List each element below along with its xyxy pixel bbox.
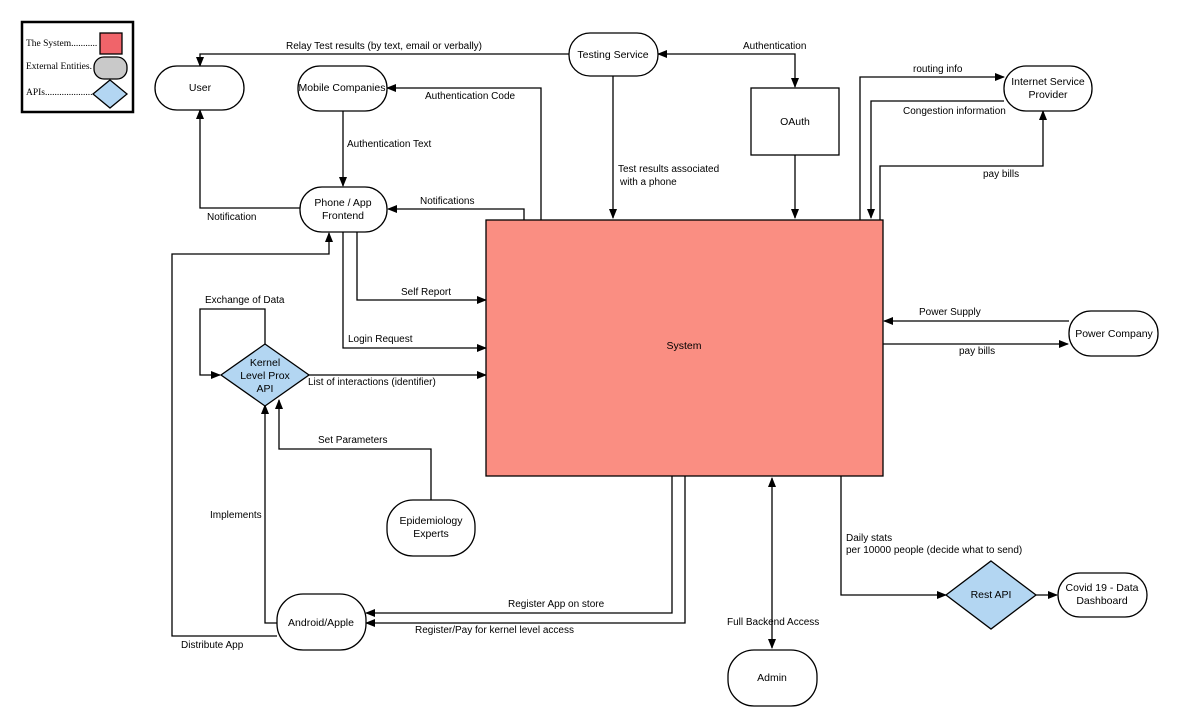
kernel-api-label-3: API <box>257 383 274 395</box>
node-isp: Internet Service Provider <box>1003 65 1093 112</box>
edge-authentication-label: Authentication <box>743 41 806 52</box>
edge-congestion-label: Congestion information <box>903 106 1006 117</box>
edge-routing-info-label: routing info <box>913 64 963 75</box>
legend-external-label: External Entities. <box>26 62 92 72</box>
legend-system-label: The System........... <box>26 39 97 49</box>
node-oauth: OAuth <box>750 87 840 156</box>
edge-register-store <box>365 476 673 617</box>
edge-auth-text-label: Authentication Text <box>347 139 432 150</box>
legend-api-swatch <box>91 79 129 109</box>
edge-notification-label: Notification <box>207 212 256 223</box>
node-phone-app: Phone / App Frontend <box>299 186 388 233</box>
edge-exchange-label: Exchange of Data <box>205 295 285 306</box>
edge-relay <box>196 53 570 67</box>
isp-label-1: Internet Service <box>1011 76 1085 88</box>
node-epidemiology: Epidemiology Experts <box>386 499 476 557</box>
mobile-companies-label: Mobile Companies <box>299 82 386 94</box>
rest-api-diamond <box>944 560 1038 630</box>
edge-daily-stats <box>840 476 947 599</box>
edge-pay-bills-power-label: pay bills <box>959 346 995 357</box>
edge-daily-stats-label-2: per 10000 people (decide what to send) <box>846 545 1022 556</box>
edge-register-pay <box>365 476 686 627</box>
edge-auth-code-label: Authentication Code <box>425 91 516 102</box>
edge-notifications <box>387 205 525 220</box>
edge-relay-label: Relay Test results (by text, email or ve… <box>286 41 482 52</box>
testing-service-box <box>568 32 659 77</box>
node-admin: Admin <box>727 649 818 707</box>
edge-exchange <box>199 308 266 379</box>
edge-register-pay-label: Register/Pay for kernel level access <box>415 625 574 636</box>
edge-implements-label: Implements <box>210 510 262 521</box>
edge-implements <box>261 404 277 624</box>
legend: The System........... External Entities.… <box>20 20 135 114</box>
dashboard-box <box>1057 572 1148 618</box>
node-rest-api: Rest API <box>944 560 1038 630</box>
edge-test-results-label-1: Test results associated <box>618 164 719 175</box>
edge-full-backend-label: Full Backend Access <box>727 617 819 628</box>
edge-test-results-label-2: with a phone <box>619 177 677 188</box>
testing-service-label: Testing Service <box>577 49 648 61</box>
node-user: User <box>154 65 245 111</box>
edge-notifications-label: Notifications <box>420 196 474 207</box>
dashboard-label-1: Covid 19 - Data <box>1066 582 1139 594</box>
edge-power-supply-label: Power Supply <box>919 307 981 318</box>
edge-self-report-label: Self Report <box>401 287 451 298</box>
node-dashboard: Covid 19 - Data Dashboard <box>1057 572 1148 618</box>
power-company-box <box>1068 310 1159 357</box>
edge-self-report <box>356 232 487 304</box>
edge-pay-bills-isp <box>879 110 1047 220</box>
isp-label-2: Provider <box>1028 89 1068 101</box>
epidemiology-label-1: Epidemiology <box>399 515 463 527</box>
node-system: System <box>485 219 884 477</box>
epidemiology-label-2: Experts <box>413 528 449 540</box>
node-mobile-companies: Mobile Companies <box>297 65 388 112</box>
edge-distribute-label: Distribute App <box>181 640 244 651</box>
phone-app-label-2: Frontend <box>322 210 364 222</box>
edge-auth-code <box>386 84 542 220</box>
rest-api-label: Rest API <box>971 589 1012 601</box>
legend-system-swatch <box>99 32 123 55</box>
edge-routing-info <box>859 73 1005 220</box>
edge-pay-bills-isp-label: pay bills <box>983 169 1019 180</box>
edge-notification <box>196 109 300 209</box>
node-power-company: Power Company <box>1068 310 1159 357</box>
edge-login-label: Login Request <box>348 334 413 345</box>
epidemiology-box <box>386 499 476 557</box>
node-testing-service: Testing Service <box>568 32 659 77</box>
edge-authentication <box>657 50 799 88</box>
legend-external-swatch <box>93 56 128 80</box>
phone-app-box <box>299 186 388 233</box>
edge-set-params-label: Set Parameters <box>318 435 387 446</box>
system-label: System <box>666 340 701 352</box>
node-kernel-api: Kernel Level Prox API <box>219 343 311 407</box>
phone-app-label-1: Phone / App <box>314 197 371 209</box>
edge-register-store-label: Register App on store <box>508 599 605 610</box>
edge-interactions-label: List of interactions (identifier) <box>308 377 436 388</box>
edge-distribute <box>171 232 333 637</box>
isp-box <box>1003 65 1093 112</box>
edge-congestion <box>867 100 1004 219</box>
android-apple-label: Android/Apple <box>288 617 354 629</box>
oauth-label: OAuth <box>780 116 810 128</box>
admin-label: Admin <box>757 672 787 684</box>
power-company-label: Power Company <box>1075 328 1153 340</box>
admin-box <box>727 649 818 707</box>
mobile-companies-box <box>297 65 388 112</box>
user-box <box>154 65 245 111</box>
node-android-apple: Android/Apple <box>276 593 367 651</box>
edge-login <box>342 232 487 352</box>
system-box <box>485 219 884 477</box>
user-label: User <box>189 82 212 94</box>
edge-set-params <box>275 399 432 500</box>
kernel-api-label-2: Level Prox <box>240 370 290 382</box>
edge-daily-stats-label-1: Daily stats <box>846 533 892 544</box>
oauth-box <box>750 87 840 156</box>
kernel-api-label-1: Kernel <box>250 357 280 369</box>
legend-apis-label: APIs...................... <box>26 88 97 98</box>
dashboard-label-2: Dashboard <box>1076 595 1128 607</box>
android-apple-box <box>276 593 367 651</box>
kernel-api-diamond <box>219 343 311 407</box>
